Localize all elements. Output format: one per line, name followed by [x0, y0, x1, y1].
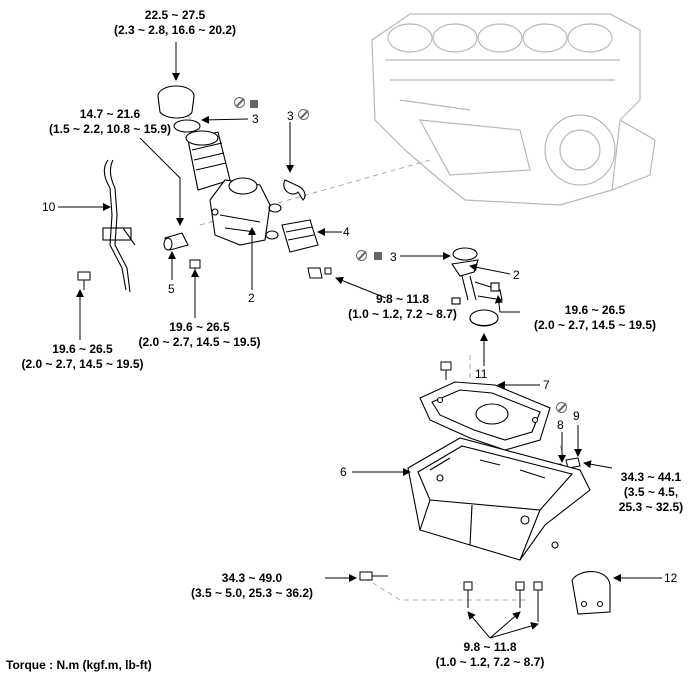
engine-block-ghost — [371, 13, 656, 206]
part-number-11: 11 — [475, 367, 488, 381]
torque-drain-plug: 34.3 ~ 44.1(3.5 ~ 4.5,25.3 ~ 32.5) — [618, 470, 684, 514]
oil-level-gauge — [102, 159, 136, 293]
part-number-3: 3 — [252, 112, 259, 126]
oil-cooler — [281, 219, 319, 253]
part-number-5: 5 — [168, 282, 175, 296]
torque-pan-bolts: 9.8 ~ 11.8(1.0 ~ 1.2, 7.2 ~ 8.7) — [435, 640, 545, 669]
oil-filter-housing — [209, 177, 271, 246]
no-reuse-icon — [556, 402, 567, 413]
oil-filter-group — [157, 85, 231, 191]
no-reuse-icon — [298, 109, 309, 120]
bracket-12 — [571, 571, 611, 615]
part-number-2: 2 — [248, 291, 255, 305]
part-number-9: 9 — [573, 409, 580, 423]
no-reuse-icon — [356, 250, 367, 261]
torque-pan-side-bolt: 34.3 ~ 49.0(3.5 ~ 5.0, 25.3 ~ 36.2) — [190, 571, 314, 600]
part-number-2: 2 — [513, 268, 520, 282]
part-number-3: 3 — [390, 250, 397, 264]
torque-strainer-bolt: 19.6 ~ 26.5(2.0 ~ 2.7, 14.5 ~ 19.5) — [533, 303, 657, 332]
part-number-7: 7 — [543, 378, 550, 392]
part-number-10: 10 — [42, 200, 56, 214]
torque-filter-cap: 22.5 ~ 27.5(2.3 ~ 2.8, 16.6 ~ 20.2) — [113, 8, 237, 37]
torque-housing-bolt: 19.6 ~ 26.5(2.0 ~ 2.7, 14.5 ~ 19.5) — [138, 320, 261, 349]
part-number-3: 3 — [287, 109, 294, 123]
torque-fitting: 14.7 ~ 21.6(1.5 ~ 2.2, 10.8 ~ 15.9) — [48, 107, 172, 136]
clip-bolt — [307, 267, 332, 279]
leader-lines — [58, 42, 662, 639]
part-number-8: 8 — [557, 418, 564, 432]
torque-legend: Torque : N.m (kgf.m, lb-ft) — [6, 658, 152, 672]
part-number-4: 4 — [343, 225, 350, 239]
oil-pan — [407, 437, 591, 561]
gaskets-housing — [265, 179, 306, 240]
torque-gauge-bolt: 19.6 ~ 26.5(2.0 ~ 2.7, 14.5 ~ 19.5) — [21, 342, 144, 371]
bolts-left — [77, 259, 201, 290]
grease-symbols — [250, 100, 382, 260]
baffle-bolt — [440, 361, 452, 380]
no-reuse-icon — [234, 97, 245, 108]
pan-bolts — [359, 571, 543, 622]
part-number-6: 6 — [340, 465, 347, 479]
fitting-5 — [163, 232, 189, 251]
baffle-plate — [419, 381, 551, 451]
torque-clip-bolt: 9.8 ~ 11.8(1.0 ~ 1.2, 7.2 ~ 8.7) — [348, 292, 457, 321]
part-number-12: 12 — [664, 571, 678, 585]
